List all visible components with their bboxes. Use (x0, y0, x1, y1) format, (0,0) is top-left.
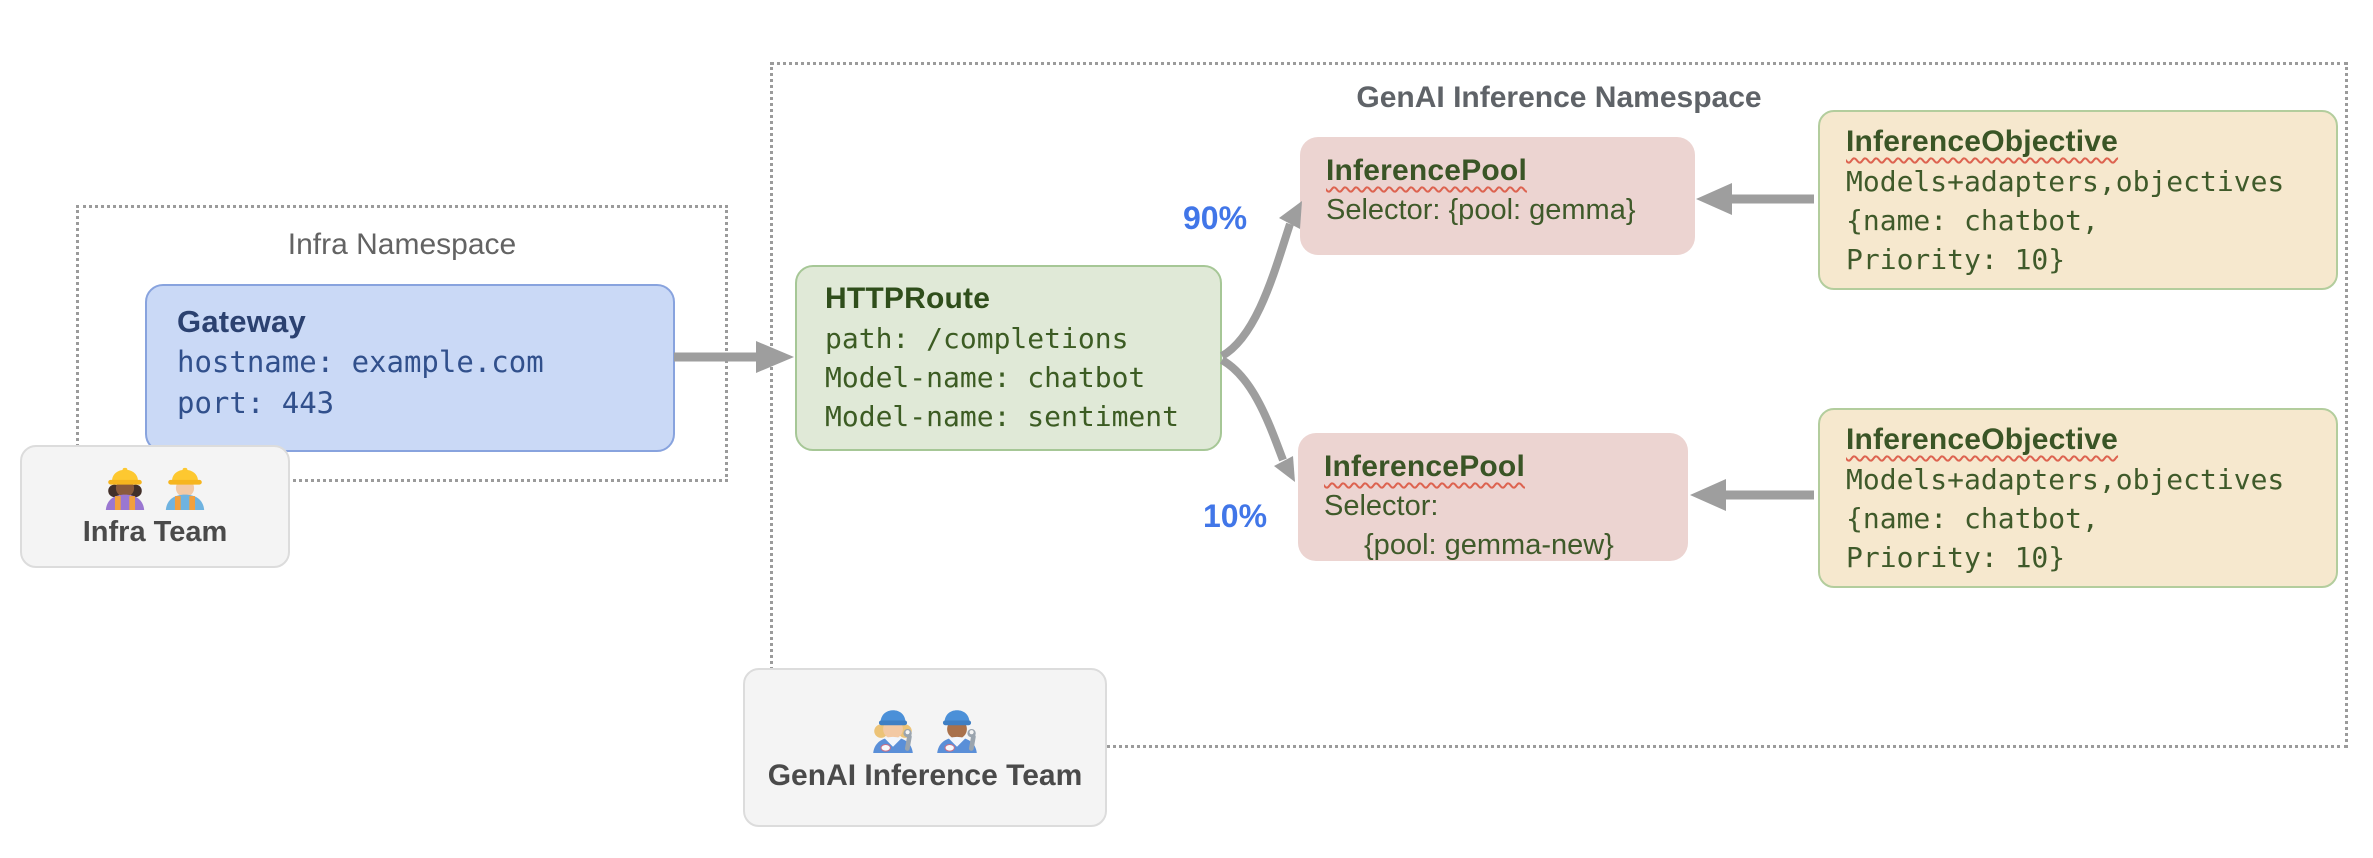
inferencepool-gemma-new-title: InferencePool (1324, 450, 1525, 483)
inferencepool-gemma-card: InferencePool Selector: {pool: gemma} (1300, 137, 1695, 255)
man-mechanic-icon (932, 703, 982, 753)
inferenceobjective-bottom-title: InferenceObjective (1846, 423, 2119, 456)
woman-construction-worker-icon (102, 464, 148, 510)
traffic-weight-90: 90% (1182, 200, 1248, 236)
infra-namespace-box: Infra Namespace (76, 205, 728, 482)
httproute-model-line-1: Model-name: chatbot (825, 361, 1146, 394)
genai-namespace-label: GenAI Inference Namespace (1356, 81, 1762, 114)
httproute-model-line-2: Model-name: sentiment (825, 400, 1180, 433)
gateway-hostname-line: hostname: example.com (177, 345, 544, 379)
infra-team-card: Infra Team (20, 445, 290, 568)
inferenceobjective-top-line-3: Priority: 10} (1846, 243, 2066, 276)
inferenceobjective-top-title: InferenceObjective (1846, 125, 2119, 158)
genai-team-label: GenAI Inference Team (767, 758, 1083, 792)
inferencepool-gemma-new-selector-value: {pool: gemma-new} (1364, 529, 1614, 561)
infra-namespace-label: Infra Namespace (287, 228, 517, 261)
gateway-port-line: port: 443 (177, 386, 335, 420)
httproute-path-line: path: /completions (825, 322, 1129, 355)
inferenceobjective-bottom-line-1: Models+adapters,objectives (1846, 463, 2285, 496)
httproute-title: HTTPRoute (825, 282, 991, 315)
httproute-card: HTTPRoute path: /completions Model-name:… (795, 265, 1222, 451)
inferencepool-gemma-title: InferencePool (1326, 154, 1527, 187)
inferenceobjective-top-line-2: {name: chatbot, (1846, 204, 2099, 237)
man-construction-worker-icon (162, 464, 208, 510)
inferencepool-gemma-selector: Selector: {pool: gemma} (1326, 194, 1636, 226)
woman-mechanic-icon (868, 703, 918, 753)
inferencepool-gemma-new-selector-label: Selector: (1324, 490, 1439, 522)
infra-team-label: Infra Team (82, 516, 228, 548)
inferenceobjective-top-card: InferenceObjective Models+adapters,objec… (1818, 110, 2338, 290)
genai-namespace-box: GenAI Inference Namespace (770, 62, 2348, 748)
inferenceobjective-bottom-line-2: {name: chatbot, (1846, 502, 2099, 535)
inferenceobjective-bottom-card: InferenceObjective Models+adapters,objec… (1818, 408, 2338, 588)
inferenceobjective-bottom-line-3: Priority: 10} (1846, 541, 2066, 574)
traffic-weight-10: 10% (1202, 498, 1268, 534)
infra-team-icons (102, 464, 208, 510)
gateway-title: Gateway (177, 304, 306, 339)
genai-team-icons (868, 703, 982, 753)
gateway-card: Gateway hostname: example.com port: 443 (145, 284, 675, 452)
inferencepool-gemma-new-card: InferencePool Selector: {pool: gemma-new… (1298, 433, 1688, 561)
genai-team-card: GenAI Inference Team (743, 668, 1107, 827)
inferenceobjective-top-line-1: Models+adapters,objectives (1846, 165, 2285, 198)
